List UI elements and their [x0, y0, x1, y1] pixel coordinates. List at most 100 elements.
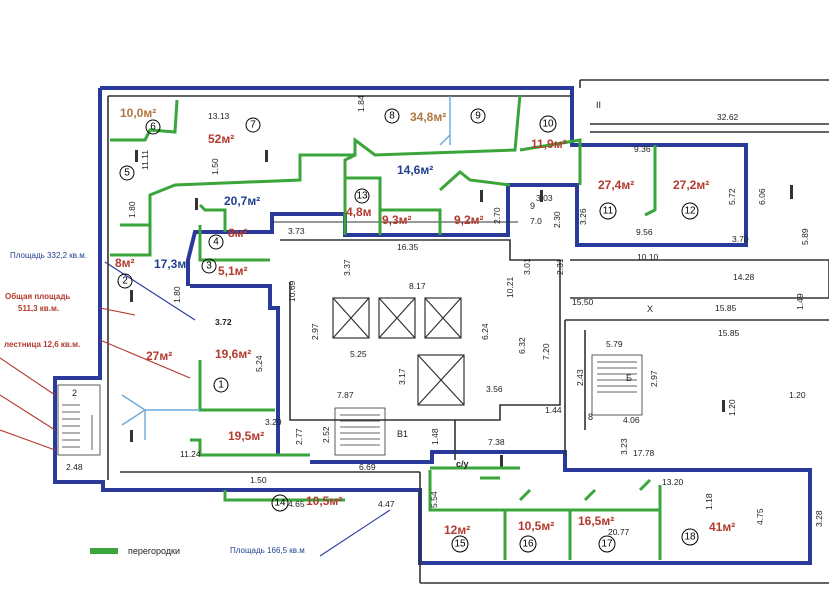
dim-5-24: 5.24	[254, 355, 264, 372]
room-3-number: 3	[206, 261, 212, 272]
door-marks	[121, 96, 451, 440]
dim-17-78: 17.78	[633, 448, 655, 458]
dim-3-26: 3.26	[578, 208, 588, 225]
dim-15-85: 15.85	[715, 303, 737, 313]
dim-7-0: 7.0	[530, 216, 542, 226]
dim-3-37: 3.37	[342, 259, 352, 276]
room-17-area: 16,5м²	[578, 514, 614, 528]
dim-9-56: 9.56	[636, 227, 653, 237]
area-9-2: 9,2м²	[454, 213, 484, 227]
note-total-area-value: 511,3 кв.м.	[18, 304, 59, 313]
structural-walls	[107, 79, 829, 584]
room-11-area: 27,4м²	[598, 178, 634, 192]
stair-left-label: 2	[72, 388, 77, 398]
elevator-shafts	[332, 297, 465, 406]
room-1-number: 1	[218, 380, 224, 391]
room-number-labels: 6 7 8 9 10 5 4 3 2 1 13 11 12 14 15 16 1…	[122, 111, 696, 550]
leader-lines	[0, 261, 391, 557]
dim-4-47: 4.47	[378, 499, 395, 509]
dim-1-80: 1.80	[127, 201, 137, 218]
room-9-number: 9	[475, 111, 481, 122]
room-18-area: 41м²	[709, 520, 735, 534]
area-17-3: 17,3м²	[154, 257, 190, 271]
room-4-number: 4	[213, 237, 219, 248]
room-14-number: 14	[274, 498, 286, 509]
room-14-area: 10,5м²	[306, 494, 342, 508]
stair-b1	[334, 407, 386, 456]
room-numbers	[117, 108, 699, 553]
dim-16-35: 16.35	[397, 242, 419, 252]
dim-4-06: 4.06	[623, 415, 640, 425]
dim-2-31: 2.31	[555, 258, 565, 275]
axis-x-label: X	[647, 304, 653, 314]
dim-3-28: 3.28	[814, 510, 824, 527]
note-stairs: лестница 12,6 кв.м.	[4, 340, 80, 349]
note-area-332: Площадь 332,2 кв.м.	[10, 251, 87, 260]
room-9-small-label: 9	[530, 201, 535, 211]
dim-5-79: 5.79	[606, 339, 623, 349]
dim-3-17: 3.17	[397, 368, 407, 385]
dimensions: 13.13 11.11 1.50 1.80 1.84 32.62 9.36 3.…	[66, 95, 824, 537]
room-3-area: 5,1м²	[218, 264, 248, 278]
room-18-number: 18	[684, 532, 696, 543]
room-10-area: 11,9м²	[531, 137, 567, 151]
dim-3-29: 3.29	[265, 417, 282, 427]
note-area-166: Площадь 166,5 кв.м	[230, 546, 305, 555]
dim-2-30: 2.30	[552, 211, 562, 228]
dim-2-97: 2.97	[310, 323, 320, 340]
room-10-number: 10	[542, 119, 554, 130]
dim-1-84: 1.84	[356, 95, 366, 112]
room-2-number: 2	[122, 276, 128, 287]
note-total-area: Общая площадь	[5, 292, 70, 301]
dim-1-80-lower: 1.80	[172, 286, 182, 303]
dim-32-62: 32.62	[717, 112, 739, 122]
area-27: 27м²	[146, 349, 172, 363]
dim-1-50-lower: 1.50	[250, 475, 267, 485]
dim-6-69: 6.69	[359, 462, 376, 472]
dim-3-72: 3.72	[215, 317, 232, 327]
dim-3-73: 3.73	[288, 226, 305, 236]
room-11-number: 11	[603, 206, 614, 217]
dim-4-65: 4.65	[288, 499, 305, 509]
area-19-5: 19,5м²	[228, 429, 264, 443]
dim-2-70: 2.70	[492, 207, 502, 224]
room-15-number: 15	[454, 539, 466, 550]
dim-5-54: 5.54	[429, 491, 439, 508]
dim-2-48: 2.48	[66, 462, 83, 472]
room-8-area: 34,8м²	[410, 110, 446, 124]
dim-1-48: 1.48	[430, 428, 440, 445]
dim-1-20-vert: 1.20	[727, 399, 737, 416]
dim-2-97-right: 2.97	[649, 370, 659, 387]
dim-3-01: 3.01	[522, 258, 532, 275]
dim-11-24: 11.24	[180, 449, 201, 459]
legend-label: перегородки	[128, 546, 180, 556]
dim-6-24: 6.24	[480, 323, 490, 340]
dim-1-18: 1.18	[704, 493, 714, 510]
area-14-6: 14,6м²	[397, 163, 433, 177]
stair-b1-label: В1	[397, 429, 408, 439]
stair-b-label: Б	[626, 373, 632, 383]
stair-b	[591, 354, 643, 416]
annotation-notes: Площадь 332,2 кв.м. Общая площадь 511,3 …	[4, 251, 305, 556]
dim-7-38: 7.38	[488, 437, 505, 447]
room-16-number: 16	[522, 539, 534, 550]
dim-6-06: 6.06	[757, 188, 767, 205]
stair-8-label: 8	[588, 412, 593, 422]
dim-4-75: 4.75	[755, 508, 765, 525]
dim-5-72: 5.72	[727, 188, 737, 205]
room-7-area: 52м²	[208, 132, 234, 146]
dim-2-77: 2.77	[294, 428, 304, 445]
wc-label: с/у	[456, 459, 469, 469]
room-13-number: 13	[356, 191, 368, 202]
misc-labels: 2 В1 с/у Б 8 X 9 II	[72, 100, 653, 469]
dim-6-32: 6.32	[517, 337, 527, 354]
area-20-7: 20,7м²	[224, 194, 260, 208]
room-8-number: 8	[389, 111, 395, 122]
dim-2-52: 2.52	[321, 426, 331, 443]
room-5-number: 5	[124, 168, 130, 179]
room-1-area: 19,6м²	[215, 347, 251, 361]
columns	[130, 150, 793, 467]
dim-1-49: 1.49	[795, 293, 805, 310]
room-6-number: 6	[150, 122, 156, 133]
